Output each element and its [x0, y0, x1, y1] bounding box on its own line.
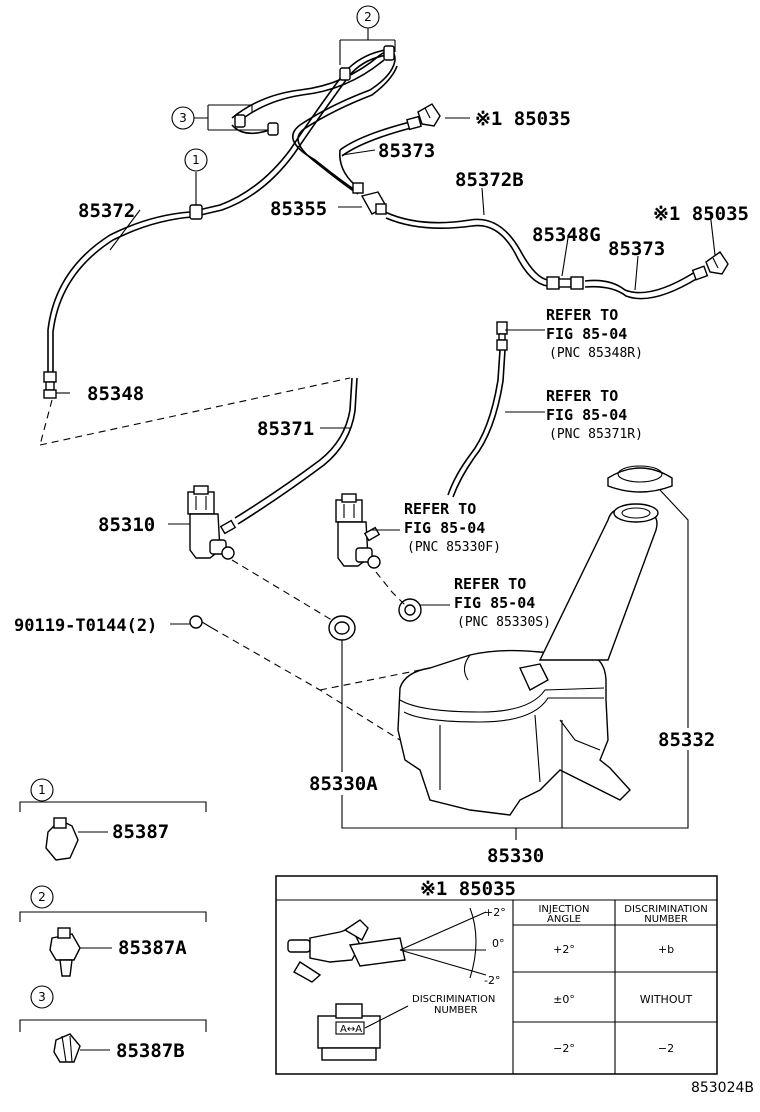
hose-clips: [189, 45, 395, 220]
refer-85330F: REFER TO FIG 85-04 (PNC 85330F): [404, 500, 501, 555]
detail-discrimination-drawing: A↔A DISCRIMINATION NUMBER: [317, 994, 495, 1061]
label-85035-right: ※1 85035: [653, 203, 749, 225]
detail-nozzle-drawing: +2° 0° -2°: [287, 906, 506, 987]
assembly-dashed-lines: [39, 377, 421, 741]
clamp-legend-3: 3 85387B: [19, 985, 207, 1063]
refer-85330S: REFER TO FIG 85-04 (PNC 85330S): [454, 575, 551, 630]
table-header-angle-1: INJECTION: [538, 904, 589, 915]
detail-disc-label-2: NUMBER: [434, 1005, 478, 1016]
hose-85372B: [384, 211, 549, 287]
refer-85330F-line1: REFER TO: [404, 500, 476, 518]
callout-2-label: 2: [364, 10, 372, 24]
callout-1: 1: [184, 148, 208, 172]
refer-85371R-line3: (PNC 85371R): [549, 427, 643, 442]
table-cell-r2c1: ±0°: [553, 993, 575, 1006]
legend-1-callout: 1: [38, 783, 46, 797]
pump-85310: [187, 485, 237, 560]
joint-85348: [43, 371, 57, 399]
refer-85348R-line3: (PNC 85348R): [549, 346, 643, 361]
table-cell-r3c1: −2°: [553, 1042, 575, 1055]
detail-angle-minus: -2°: [484, 974, 500, 987]
label-85035-top: ※1 85035: [475, 108, 571, 130]
refer-85348R-line1: REFER TO: [546, 306, 618, 324]
washer-tank-85330: [397, 465, 673, 816]
detail-stamp: A↔A: [340, 1024, 362, 1035]
table-header-disc-1: DISCRIMINATION: [624, 904, 707, 915]
refer-85330F-line2: FIG 85-04: [404, 519, 485, 537]
table-cell-r3c2: −2: [658, 1042, 674, 1055]
hose-85371R: [447, 349, 506, 498]
refer-85330F-line3: (PNC 85330F): [407, 540, 501, 555]
diagram-code: 853024B: [691, 1080, 754, 1096]
table-cell-r1c1: +2°: [553, 943, 575, 956]
refer-85371R-line2: FIG 85-04: [546, 406, 627, 424]
leader-lines: [56, 28, 716, 840]
refer-85330S-line1: REFER TO: [454, 575, 526, 593]
label-85355: 85355: [270, 198, 327, 220]
label-85330A: 85330A: [309, 773, 378, 795]
detail-angle-zero: 0°: [492, 937, 505, 950]
clamp-legend-2: 2 85387A: [19, 885, 207, 977]
label-85371: 85371: [257, 418, 314, 440]
detail-title: ※1 85035: [420, 878, 516, 900]
bolt-90119: [189, 615, 213, 629]
label-85373-right: 85373: [608, 238, 665, 260]
refer-85348R: REFER TO FIG 85-04 (PNC 85348R): [546, 306, 643, 361]
clamp-legend-1: 1 85387: [19, 778, 207, 861]
legend-2-callout: 2: [38, 890, 46, 904]
label-85372B: 85372B: [455, 169, 524, 191]
nozzle-detail-box: ※1 85035 +2° 0° -2° A↔A DISCRIMINATION: [275, 875, 718, 1075]
callout-3-label: 3: [179, 111, 187, 125]
joint-85348R: [496, 321, 508, 351]
detail-disc-label-1: DISCRIMINATION: [412, 994, 495, 1005]
joint-85348G: [546, 276, 584, 290]
label-85348G: 85348G: [532, 224, 601, 246]
grommet-85330A: [328, 615, 356, 641]
hose-85373-right: [584, 271, 699, 300]
label-85310: 85310: [98, 514, 155, 536]
nozzle-85035-right: [691, 251, 729, 281]
label-85387A: 85387A: [118, 937, 187, 959]
label-85373-top: 85373: [378, 140, 435, 162]
callout-1-label: 1: [192, 153, 200, 167]
label-85372: 85372: [78, 200, 135, 222]
label-85348: 85348: [87, 383, 144, 405]
label-85332: 85332: [658, 729, 715, 751]
callout-2: 2: [356, 5, 380, 29]
table-cell-r2c2: WITHOUT: [640, 993, 693, 1006]
callout-3: 3: [171, 106, 195, 130]
detail-angle-plus: +2°: [484, 906, 506, 919]
connector-85355: [352, 182, 387, 215]
detail-table: INJECTION ANGLE DISCRIMINATION NUMBER +2…: [512, 900, 717, 1074]
refer-85371R-line1: REFER TO: [546, 387, 618, 405]
refer-85348R-line2: FIG 85-04: [546, 325, 627, 343]
refer-85330S-line3: (PNC 85330S): [457, 615, 551, 630]
table-header-disc-2: NUMBER: [644, 914, 688, 925]
grommet-85330S: [398, 598, 422, 622]
hose-upper-loop: [231, 50, 398, 195]
label-85387: 85387: [112, 821, 169, 843]
refer-85330S-line2: FIG 85-04: [454, 594, 535, 612]
table-header-angle-2: ANGLE: [547, 914, 581, 925]
refer-85371R: REFER TO FIG 85-04 (PNC 85371R): [546, 387, 643, 442]
label-85330: 85330: [487, 845, 544, 867]
nozzle-85035-top: [406, 103, 441, 131]
label-90119: 90119-T0144(2): [14, 616, 157, 636]
legend-3-callout: 3: [38, 990, 46, 1004]
pump-85330F: [335, 493, 381, 569]
table-cell-r1c2: +b: [658, 943, 674, 956]
hose-85371: [234, 377, 358, 525]
label-85387B: 85387B: [116, 1040, 185, 1062]
